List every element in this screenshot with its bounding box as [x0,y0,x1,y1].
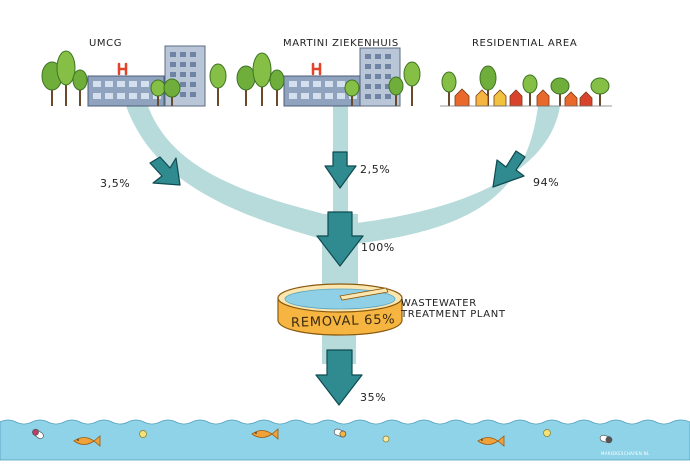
hospital-building-icon [87,62,165,107]
office-tower-icon [164,45,206,107]
site-label-umcg: UMCG [89,38,123,49]
site-label-residential: RESIDENTIAL AREA [472,38,578,49]
share-label-residential: 94% [533,176,560,189]
pill-icon [139,430,147,438]
treatment-tank [277,283,403,336]
water-body [0,419,690,461]
arrow-residential [492,150,526,188]
site-residential [440,65,612,107]
pill-icon [543,429,551,437]
tree-icon [441,65,610,106]
hospital-sign-icon [117,62,128,76]
site-martini [236,47,421,107]
share-label-martini: 2,5% [360,163,391,176]
credit-label: MARIEKESCHAPEN.NL [601,451,650,456]
site-umcg [41,45,227,107]
hospital-sign-icon [311,62,322,76]
house-icon [454,88,593,107]
arrow-umcg [149,156,181,186]
share-label-umcg: 3,5% [100,177,131,190]
pill-icon [32,428,44,440]
tree-icon [236,52,421,106]
arrow-outflow [315,349,363,406]
flow-band-residential [338,106,560,246]
pill-icon [382,435,390,443]
pill-icon [333,428,347,438]
treatment-plant-label: WASTEWATER TREATMENT PLANT [401,298,506,320]
flow-band-umcg [124,100,340,244]
arrow-combined [316,211,364,267]
fish-icon [477,435,505,447]
arrow-martini [324,151,357,189]
share-label-outflow: 35% [360,391,387,404]
fish-icon [73,435,101,447]
pill-icon [599,434,613,444]
fish-icon [251,428,279,440]
flow-arrows [149,150,526,406]
site-label-martini: MARTINI ZIEKENHUIS [283,38,399,49]
share-label-combined: 100% [361,241,395,254]
tree-icon [41,50,227,106]
skimmer-arm [339,287,389,301]
